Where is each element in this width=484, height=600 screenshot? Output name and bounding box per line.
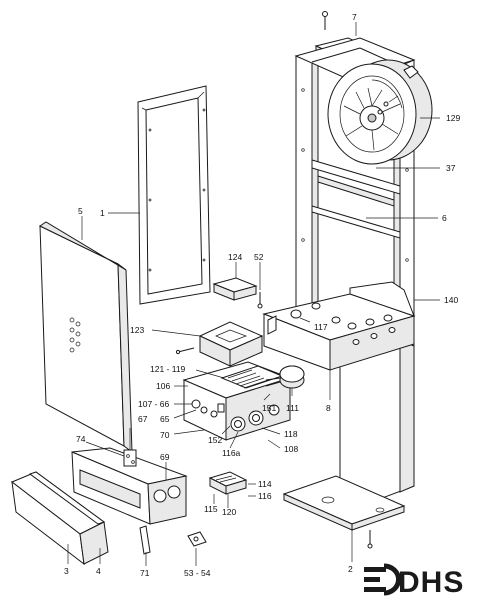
label-71: 71	[140, 568, 150, 578]
label-118: 118	[284, 429, 298, 439]
part-52-screw	[257, 292, 263, 309]
label-8: 8	[326, 403, 331, 413]
label-129: 129	[446, 113, 460, 123]
label-52: 52	[254, 252, 264, 262]
part-5-front-cover	[38, 221, 133, 454]
part-123-box	[175, 321, 264, 367]
label-4: 4	[96, 566, 101, 576]
label-123: 123	[130, 325, 144, 335]
control-panel-assembly	[182, 361, 292, 441]
label-121-119: 121 - 119	[150, 364, 186, 374]
part-1-frame	[137, 85, 211, 305]
label-114: 114	[258, 479, 272, 489]
label-37: 37	[446, 163, 456, 173]
label-124: 124	[228, 252, 242, 262]
label-117: 117	[314, 322, 328, 332]
leader-lines	[67, 22, 440, 566]
combustion-tray	[262, 281, 416, 371]
label-6: 6	[442, 213, 447, 223]
label-1: 1	[100, 208, 105, 218]
part-labels: 7 129 37 6 1 5 124 52 140 123 117 121 - …	[64, 12, 460, 578]
label-120: 120	[222, 507, 236, 517]
label-140: 140	[444, 295, 458, 305]
part-2-base-plate	[282, 475, 406, 549]
label-107-66: 107 - 66	[138, 399, 169, 409]
label-152: 152	[208, 435, 222, 445]
label-151: 151	[262, 403, 276, 413]
back-casing	[339, 339, 415, 509]
label-67: 67	[138, 414, 148, 424]
label-116: 116	[258, 491, 272, 501]
part-71-strip	[139, 525, 151, 555]
part-114-terminal	[208, 471, 248, 495]
label-69: 69	[160, 452, 170, 462]
label-3: 3	[64, 566, 69, 576]
label-65: 65	[160, 414, 170, 424]
label-111: 111	[286, 403, 299, 413]
label-106: 106	[156, 381, 170, 391]
part-3-front-flap	[11, 471, 109, 566]
label-74: 74	[76, 434, 86, 444]
dhs-logo: DHS	[364, 563, 464, 599]
label-70: 70	[160, 430, 170, 440]
label-7: 7	[352, 12, 357, 22]
part-124-block	[212, 277, 258, 301]
label-116a: 116a	[222, 448, 241, 458]
label-2: 2	[348, 564, 353, 574]
label-108: 108	[284, 444, 298, 454]
part-53-54-clip	[187, 531, 207, 547]
label-115: 115	[204, 504, 218, 514]
fan-assembly	[327, 59, 433, 165]
label-5: 5	[78, 206, 83, 216]
label-53-54: 53 - 54	[184, 568, 211, 578]
part-69-display-bezel	[71, 447, 188, 525]
main-frame	[294, 37, 416, 361]
logo-text: DHS	[398, 566, 464, 599]
